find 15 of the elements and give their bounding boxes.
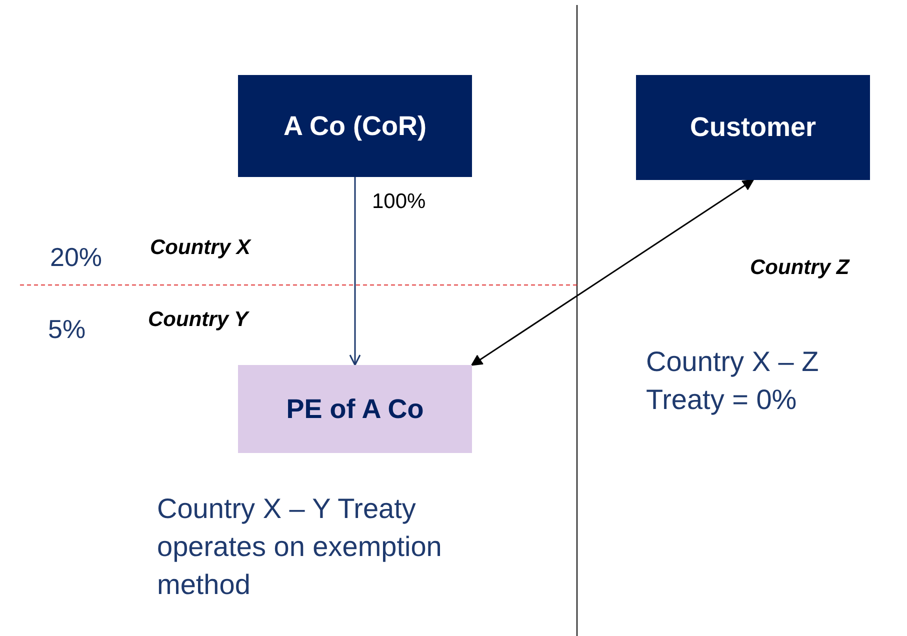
entity-box [238, 75, 472, 177]
tax-rate: 20% [50, 241, 104, 274]
entity-box [238, 365, 472, 453]
entity-name: Customer [690, 111, 816, 144]
tax-rate: 5% [48, 313, 87, 346]
country-label: Country Y [148, 307, 250, 333]
arrow [471, 179, 754, 366]
treaty-note: Country X – Y Treaty operates on exemption method [157, 492, 443, 602]
entity-name: PE of A Co [286, 392, 424, 426]
entity-name: A Co (CoR) [284, 110, 426, 143]
arrow [349, 177, 361, 366]
country-label: Country X [150, 235, 252, 261]
entity-box [636, 75, 870, 180]
country-label: Country Z [750, 255, 851, 281]
treaty-note: Country X – Z Treaty = 0% [646, 345, 820, 417]
